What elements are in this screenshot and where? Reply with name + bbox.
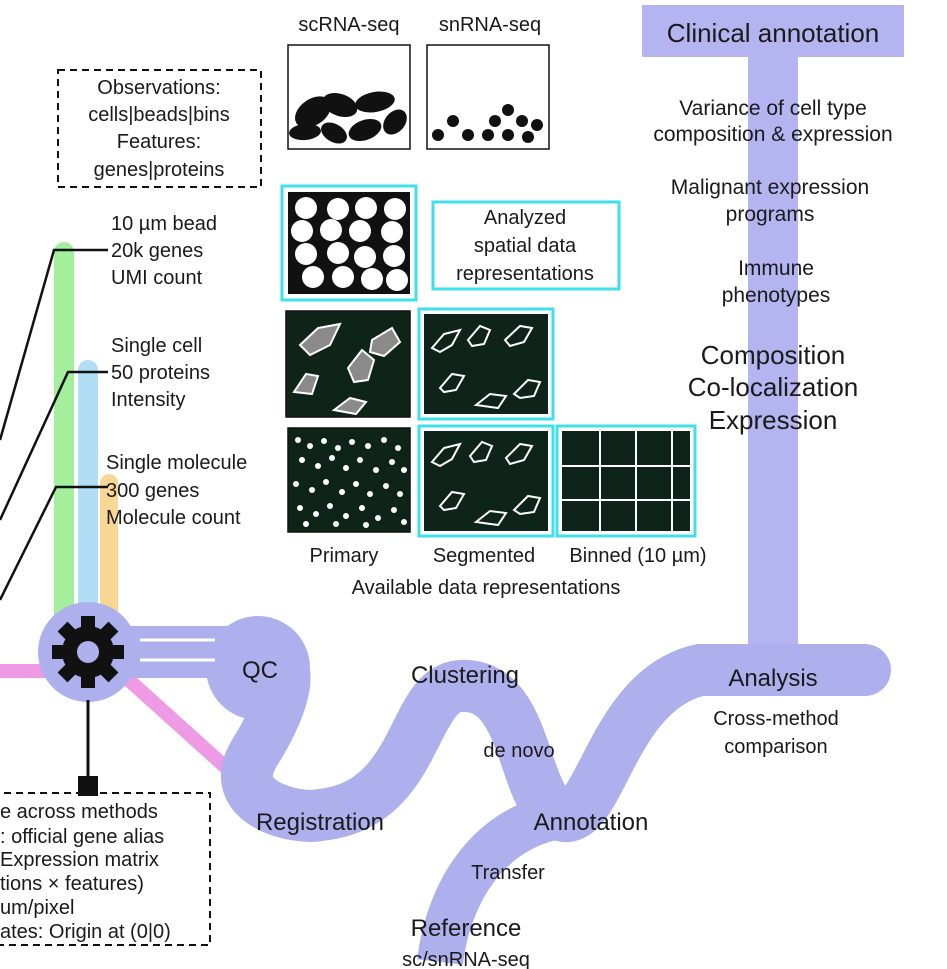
bead-line-3: UMI count: [111, 267, 203, 289]
standards-line-2: : official gene alias: [0, 826, 164, 848]
tech-bead-labels: 10 µm bead 20k genes UMI count: [111, 213, 217, 289]
standards-line-3: Expression matrix: [0, 849, 159, 871]
gear-icon[interactable]: [52, 616, 124, 688]
molecule-line-3: Molecule count: [106, 507, 241, 529]
label-transfer: Transfer: [471, 862, 545, 884]
snrna-label: snRNA-seq: [439, 14, 541, 36]
bead-line-2: 20k genes: [111, 240, 203, 262]
molecule-segmented-shapes: [430, 440, 542, 527]
clinical-item-immune-2: phenotypes: [722, 284, 831, 307]
standards-line-5: um/pixel: [0, 897, 74, 919]
analyzed-line-1: Analyzed: [484, 207, 566, 229]
label-clustering: Clustering: [411, 662, 519, 689]
connector-cell: [0, 370, 108, 521]
clinical-title: Clinical annotation: [667, 18, 879, 48]
clinical-item-variance-1: Variance of cell type: [679, 97, 867, 120]
clinical-item-variance-2: composition & expression: [653, 123, 892, 146]
clinical-trunk: [748, 55, 798, 675]
analyzed-text: Analyzed spatial data representations: [456, 207, 594, 285]
cell-line-2: 50 proteins: [111, 362, 210, 384]
label-reference: Reference: [411, 915, 522, 942]
observations-line-2: cells|beads|bins: [88, 104, 230, 126]
standards-line-1: e across methods: [0, 801, 158, 823]
label-expression: Expression: [709, 405, 838, 435]
bead-line-1: 10 µm bead: [111, 213, 217, 235]
analyzed-line-2: spatial data: [474, 235, 577, 257]
rep-binned-label: Binned (10 µm): [569, 545, 706, 567]
label-colocalization: Co-localization: [688, 372, 859, 402]
qc-node: [206, 616, 310, 720]
blue-track: [78, 360, 98, 630]
connector-molecule: [0, 485, 108, 601]
clinical-header-box: [642, 5, 904, 57]
rep-caption: Available data representations: [352, 577, 621, 599]
label-composition: Composition: [701, 340, 846, 370]
analyzed-box: [431, 200, 621, 291]
green-track: [54, 242, 74, 632]
label-analysis-sub-1: Cross-method: [713, 708, 839, 730]
molecule-line-1: Single molecule: [106, 452, 247, 474]
molecule-primary-panel: [287, 427, 411, 533]
rep-segmented-label: Segmented: [433, 545, 535, 567]
reference-branch: [417, 792, 573, 966]
yellow-track: [100, 474, 118, 624]
standards-line-6: ates: Origin at (0|0): [0, 921, 171, 943]
label-reference-sub: sc/snRNA-seq: [402, 949, 530, 969]
observations-line-3: Features:: [117, 131, 201, 153]
standards-box: [0, 792, 211, 946]
cell-line-1: Single cell: [111, 335, 202, 357]
connector-bead: [0, 248, 108, 441]
snrna-nuclei: [432, 104, 543, 143]
cell-primary-shapes: [292, 322, 402, 416]
tech-cell-labels: Single cell 50 proteins Intensity: [111, 335, 210, 411]
label-annotation: Annotation: [534, 809, 649, 836]
binned-panel: [562, 431, 690, 531]
molecule-dots: [293, 437, 407, 528]
cell-line-3: Intensity: [111, 389, 185, 411]
clinical-items: Variance of cell type composition & expr…: [653, 97, 892, 307]
connector-square: [78, 776, 98, 796]
observations-line-1: Observations:: [97, 77, 220, 99]
label-analysis: Analysis: [728, 665, 817, 692]
label-de-novo: de novo: [483, 740, 554, 762]
observations-box: [57, 69, 262, 188]
clinical-item-malignant-1: Malignant expression: [671, 176, 869, 199]
analyzed-line-3: representations: [456, 263, 594, 285]
bead-circles: [291, 197, 408, 291]
observations-line-4: genes|proteins: [94, 159, 225, 181]
molecule-line-2: 300 genes: [106, 480, 199, 502]
pipeline-tube: [62, 626, 891, 842]
scrna-cells: [289, 91, 407, 144]
clinical-item-malignant-2: programs: [726, 203, 815, 226]
binned-grid: [562, 431, 690, 531]
tech-molecule-labels: Single molecule 300 genes Molecule count: [106, 452, 247, 529]
label-analysis-sub-2: comparison: [724, 736, 827, 758]
rep-primary-label: Primary: [310, 545, 379, 567]
label-registration: Registration: [256, 809, 384, 836]
standards-text: e across methods : official gene alias E…: [0, 801, 171, 943]
label-qc: QC: [242, 657, 278, 684]
scrna-label: scRNA-seq: [298, 14, 399, 36]
clinical-big-labels: Composition Co-localization Expression: [688, 340, 859, 435]
track-connectors: [0, 248, 108, 601]
clinical-item-immune-1: Immune: [738, 257, 814, 280]
cell-segmented-shapes: [430, 324, 542, 410]
standards-line-4: tions × features): [0, 873, 144, 895]
observations-text: Observations: cells|beads|bins Features:…: [88, 77, 230, 181]
